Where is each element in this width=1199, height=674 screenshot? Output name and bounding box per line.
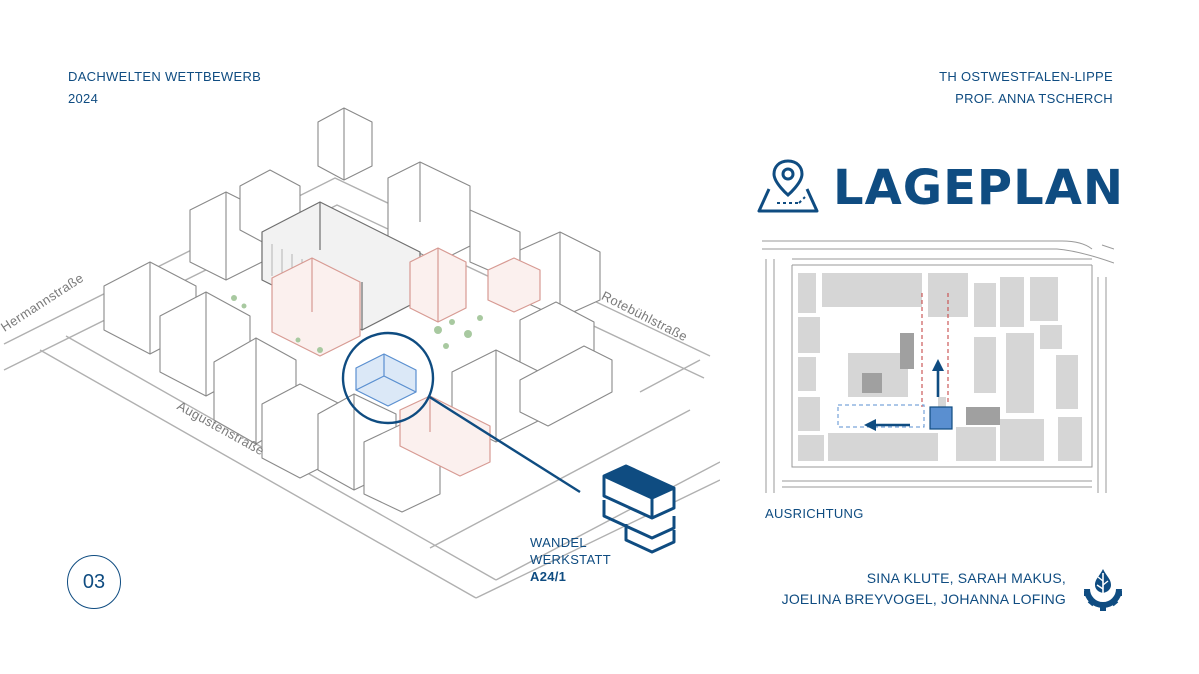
page-number: 03 (82, 570, 106, 593)
authors-line2: JOELINA BREYVOGEL, JOHANNA LOFING (781, 591, 1066, 607)
project-name-line1: WANDEL (530, 535, 587, 550)
authors: SINA KLUTE, SARAH MAKUS, JOELINA BREYVOG… (782, 568, 1066, 610)
page-number-badge: 03 (67, 555, 121, 609)
project-label: WANDEL WERKSTATT A24/1 (530, 534, 611, 585)
isometric-site-drawing (3, 107, 720, 599)
university-logo-icon (1084, 569, 1122, 611)
competition-name: DACHWELTEN WETTBEWERB (68, 69, 262, 84)
plan-caption: AUSRICHTUNG (765, 506, 864, 521)
school-title: TH OSTWESTFALEN-LIPPE PROF. ANNA TSCHERC… (939, 66, 1113, 110)
professor-name: PROF. ANNA TSCHERCH (955, 91, 1113, 106)
map-pin-icon (757, 159, 819, 213)
competition-title: DACHWELTEN WETTBEWERB 2024 (68, 66, 261, 110)
site-plan-drawing (762, 240, 1114, 493)
competition-year: 2024 (68, 91, 99, 106)
school-name: TH OSTWESTFALEN-LIPPE (939, 69, 1113, 84)
module-stack-icon (602, 464, 676, 554)
project-name-line2: WERKSTATT (530, 552, 611, 567)
page-title: LAGEPLAN (833, 160, 1125, 216)
authors-line1: SINA KLUTE, SARAH MAKUS, (866, 570, 1066, 586)
project-code: A24/1 (530, 569, 567, 584)
